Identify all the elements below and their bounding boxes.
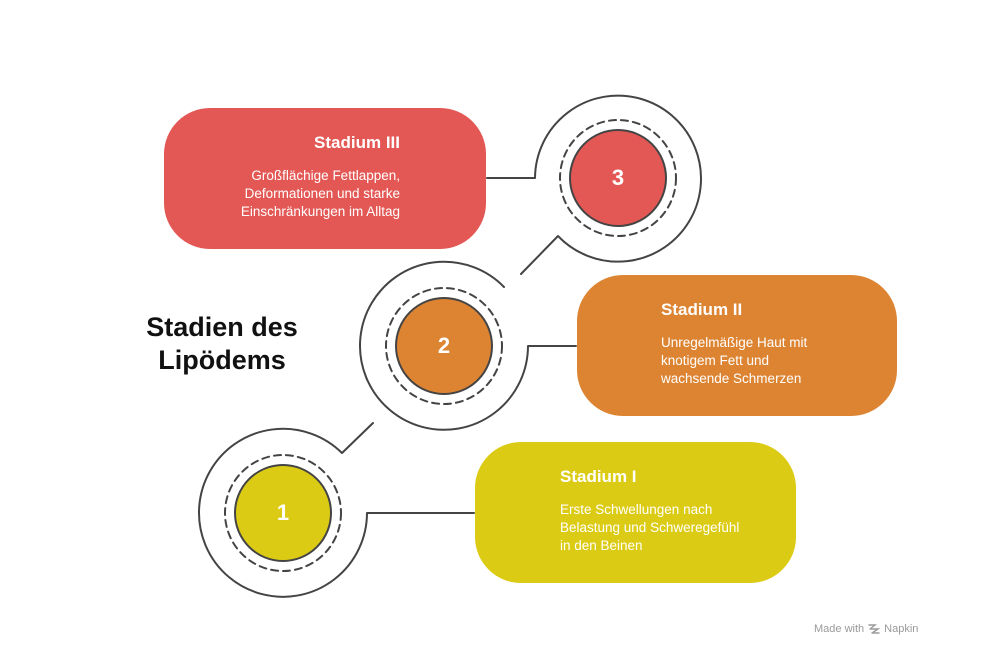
stage-1-number: 1 bbox=[276, 500, 290, 525]
stage-2-title: Stadium II bbox=[661, 300, 743, 319]
stage-3-dashed-ring bbox=[559, 119, 677, 237]
stage-3-card: Stadium III Großflächige Fettlappen, Def… bbox=[164, 108, 486, 249]
stage-3-desc-line: Einschränkungen im Alltag bbox=[240, 204, 400, 219]
stage-2-outer-ring bbox=[359, 260, 577, 431]
stage-1-card: Stadium I Erste Schwellungen nach Belast… bbox=[475, 442, 796, 583]
stage-3-title: Stadium III bbox=[314, 133, 400, 152]
stage-2-desc-line: Unregelmäßige Haut mit bbox=[661, 335, 808, 350]
stage-2-desc-line: wachsende Schmerzen bbox=[661, 371, 802, 386]
stage-2-card: Stadium II Unregelmäßige Haut mit knotig… bbox=[577, 275, 897, 416]
stage-1-dashed-ring bbox=[224, 454, 342, 572]
napkin-logo-icon bbox=[868, 624, 881, 634]
stage-1-description: Erste Schwellungen nach Belastung und Sc… bbox=[560, 501, 796, 555]
diagram-title: Stadien des Lipödems bbox=[122, 311, 322, 377]
made-with-napkin-footer[interactable]: Made with Napkin bbox=[814, 623, 918, 635]
stage-2-number: 2 bbox=[437, 333, 451, 358]
diagram-title-line-2: Lipödems bbox=[158, 345, 286, 375]
stage-1-title: Stadium I bbox=[560, 467, 637, 486]
stage-1-circle bbox=[234, 464, 332, 562]
stage-3-desc-line: Deformationen und starke bbox=[244, 186, 400, 201]
stage-1-desc-line: in den Beinen bbox=[560, 538, 643, 553]
stage-3-desc-line: Großflächige Fettlappen, bbox=[251, 168, 400, 183]
stage-2-to-1-connector bbox=[198, 422, 475, 598]
stage-2-circle bbox=[395, 297, 493, 395]
stage-3-number: 3 bbox=[611, 165, 625, 190]
stage-3-description: Großflächige Fettlappen, Deformationen u… bbox=[164, 167, 400, 221]
stage-1-desc-line: Erste Schwellungen nach bbox=[560, 502, 713, 517]
stage-2-desc-line: knotigem Fett und bbox=[661, 353, 770, 368]
made-with-label: Made with bbox=[814, 623, 865, 635]
stage-2-description: Unregelmäßige Haut mit knotigem Fett und… bbox=[661, 334, 897, 388]
stage-3-circle bbox=[569, 129, 667, 227]
diagram-title-line-1: Stadien des bbox=[146, 312, 298, 342]
stage-2-dashed-ring bbox=[385, 287, 503, 405]
napkin-brand-label: Napkin bbox=[884, 623, 919, 635]
stage-3-outer-ring bbox=[486, 94, 702, 275]
stage-1-desc-line: Belastung und Schweregefühl bbox=[560, 520, 740, 535]
